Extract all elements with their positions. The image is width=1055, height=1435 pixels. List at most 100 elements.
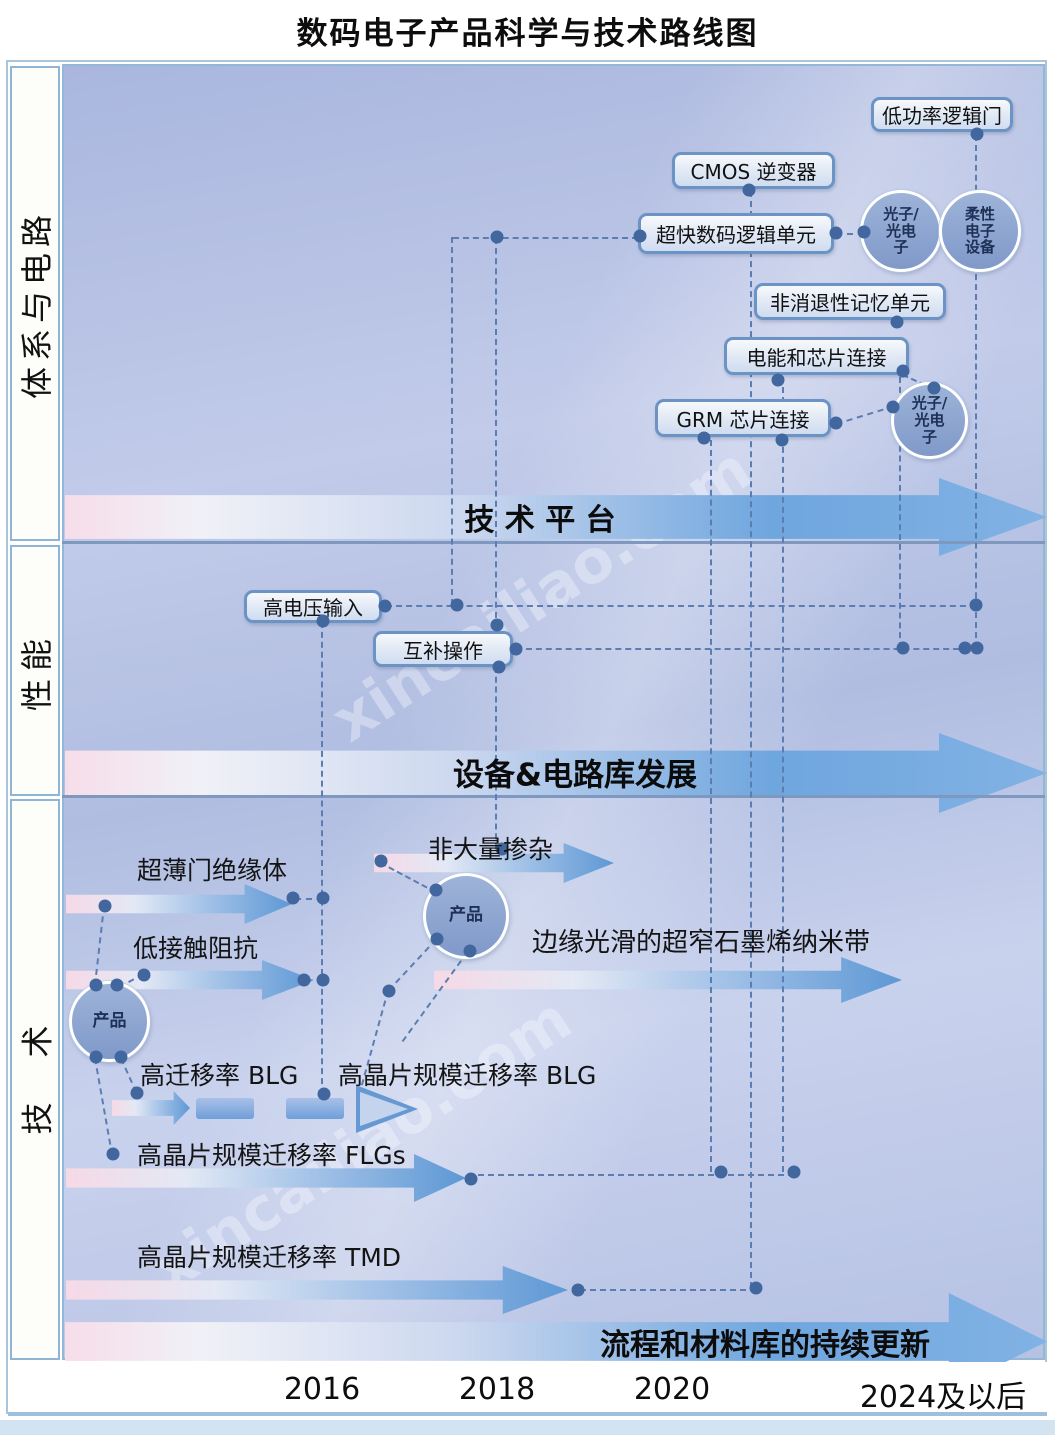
node-low-power-logic-gate: 低功率逻辑门: [871, 97, 1013, 132]
junction-dot: [464, 1172, 478, 1186]
junction-dot: [571, 1283, 585, 1297]
node-grm-chip-connect: GRM 芯片连接: [655, 399, 831, 437]
circle-photonics-top: 光子/ 光电 子: [860, 190, 942, 272]
axis-tick-2024: 2024及以后: [859, 1380, 1027, 1415]
row-label-technology: 技术: [10, 799, 60, 1360]
band-separator: [62, 795, 1045, 798]
junction-dot: [374, 854, 388, 868]
node-high-voltage-input: 高电压输入: [244, 590, 382, 623]
junction-dot: [316, 891, 330, 905]
junction-dot: [430, 932, 444, 946]
junction-dot: [98, 899, 112, 913]
node-nonvolatile-memory: 非消退性记忆单元: [754, 283, 946, 320]
label-tech-platform: 技 术 平 台: [464, 503, 616, 538]
junction-dot: [742, 183, 756, 197]
junction-dot: [114, 1050, 128, 1064]
row-label-performance-text: 性能: [18, 630, 57, 711]
label-wafer-scale-flgs: 高晶片规模迁移率 FLGs: [137, 1141, 406, 1170]
junction-dot: [829, 416, 843, 430]
axis-bottom-line: [8, 1412, 1047, 1416]
node-ultrafast-digital-logic: 超快数码逻辑单元: [638, 213, 834, 254]
junction-dot: [969, 598, 983, 612]
blg-arrow-segment: [196, 1098, 254, 1119]
label-non-heavy-doping: 非大量掺杂: [428, 835, 554, 864]
dashed-connector: [386, 605, 976, 607]
junction-dot: [771, 373, 785, 387]
label-smooth-edge-gnr: 边缘光滑的超窄石墨烯纳米带: [532, 928, 871, 958]
dashed-connector: [453, 237, 638, 239]
label-wafer-scale-tmd: 高晶片规模迁移率 TMD: [137, 1243, 402, 1272]
axis-tick-2018: 2018: [458, 1372, 536, 1407]
row-label-technology-text: 技术: [18, 979, 57, 1135]
label-ultrathin-gate-insulator: 超薄门绝缘体: [137, 856, 288, 885]
junction-dot: [429, 883, 443, 897]
junction-dot: [896, 364, 910, 378]
band-separator: [62, 541, 1045, 544]
axis-tick-2016: 2016: [283, 1372, 361, 1407]
junction-dot: [890, 315, 904, 329]
junction-dot: [490, 230, 504, 244]
dashed-connector: [782, 377, 784, 1172]
junction-dot: [495, 842, 509, 856]
blg-arrow-segment: [286, 1098, 344, 1119]
junction-dot: [970, 641, 984, 655]
node-complementary-operation: 互补操作: [373, 631, 513, 667]
junction-dot: [106, 1147, 120, 1161]
circle-flexible-electronics: 柔性 电子 设备: [939, 190, 1021, 272]
junction-dot: [958, 641, 972, 655]
junction-dot: [463, 944, 477, 958]
row-label-circuits-text: 体系与电路: [18, 208, 57, 399]
circle-product-left: 产品: [69, 981, 150, 1062]
dashed-connector: [451, 237, 453, 605]
label-device-library: 设备&电路库发展: [452, 757, 698, 794]
junction-dot: [317, 1087, 331, 1101]
label-high-mobility-blg: 高迁移率 BLG: [140, 1061, 299, 1090]
junction-dot: [490, 618, 504, 632]
dashed-connector: [295, 898, 323, 900]
label-low-contact-impedance: 低接触阻抗: [133, 934, 259, 963]
page-title: 数码电子产品科学与技术路线图: [296, 16, 759, 52]
junction-dot: [130, 1086, 144, 1100]
junction-dot: [896, 641, 910, 655]
label-wafer-scale-blg: 高晶片规模迁移率 BLG: [338, 1061, 597, 1090]
junction-dot: [316, 973, 330, 987]
dashed-connector: [321, 622, 323, 1094]
junction-dot: [286, 891, 300, 905]
junction-dot: [137, 968, 151, 982]
dashed-connector: [495, 238, 497, 628]
page-bottom-strip: [0, 1420, 1055, 1435]
junction-dot: [633, 229, 647, 243]
junction-dot: [450, 598, 464, 612]
junction-dot: [378, 599, 392, 613]
junction-dot: [714, 1165, 728, 1179]
junction-dot: [509, 642, 523, 656]
dashed-connector: [305, 980, 323, 982]
device-library-arrow: [65, 733, 1047, 813]
junction-dot: [110, 978, 124, 992]
junction-dot: [749, 1281, 763, 1295]
dashed-connector: [478, 1174, 794, 1176]
axis-tick-2020: 2020: [633, 1372, 711, 1407]
axis-strip: [8, 1362, 1047, 1412]
dashed-connector: [580, 1289, 756, 1291]
junction-dot: [829, 226, 843, 240]
dashed-connector: [710, 440, 712, 1172]
junction-dot: [492, 660, 506, 674]
junction-dot: [89, 978, 103, 992]
dashed-connector: [516, 648, 969, 650]
dashed-connector: [836, 233, 864, 235]
junction-dot: [857, 225, 871, 239]
node-cmos-inverter: CMOS 逆变器: [672, 152, 835, 189]
row-label-performance: 性能: [10, 545, 60, 796]
junction-dot: [787, 1165, 801, 1179]
junction-dot: [316, 614, 330, 628]
circle-photonics-mid: 光子/ 光电 子: [891, 382, 968, 459]
junction-dot: [297, 973, 311, 987]
junction-dot: [697, 431, 711, 445]
node-power-chip-connect: 电能和芯片连接: [724, 337, 909, 375]
row-label-circuits: 体系与电路: [10, 66, 60, 541]
junction-dot: [89, 1050, 103, 1064]
label-process-update: 流程和材料库的持续更新: [600, 1328, 930, 1363]
junction-dot: [775, 433, 789, 447]
